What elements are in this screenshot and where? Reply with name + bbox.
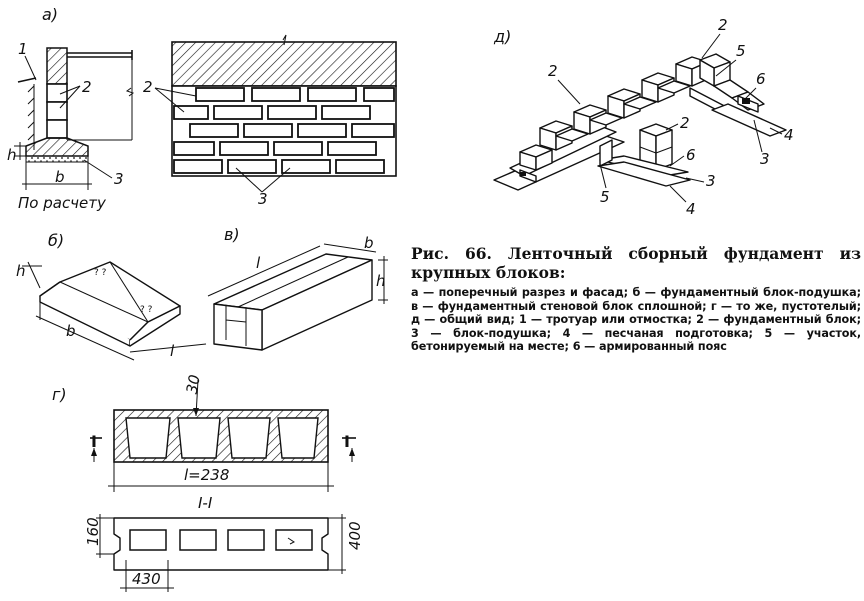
svg-text:? ?: ? ? xyxy=(94,268,107,278)
dim-430: 430 xyxy=(132,570,161,588)
callout-5-d-inner: 5 xyxy=(600,188,610,206)
dim-b-v: b xyxy=(364,234,374,252)
panel-label-a: а) xyxy=(42,5,58,24)
callout-2-a: 2 xyxy=(82,78,92,96)
panel-d-general-view: д) xyxy=(493,16,794,218)
panel-label-g: г) xyxy=(52,385,67,404)
section-mark-left: I xyxy=(91,432,97,451)
dim-30: 30 xyxy=(183,373,204,395)
figure-caption: Рис. 66. Ленточный сборный фундамент из … xyxy=(411,244,861,354)
panel-v-wall-block: в) l b h xyxy=(207,225,388,351)
callout-6-d-right: 6 xyxy=(756,70,766,88)
by-calc-label: По расчету xyxy=(18,194,107,212)
dim-h-b: h xyxy=(16,262,26,280)
callout-2-d-left: 2 xyxy=(548,62,558,80)
callout-4-d-inner: 4 xyxy=(686,200,696,218)
dim-b-b: b xyxy=(66,322,76,340)
panel-a-section: а) h b xyxy=(7,5,135,212)
callout-4-d-right: 4 xyxy=(784,126,794,144)
caption-title: Рис. 66. Ленточный сборный фундамент из … xyxy=(411,244,861,282)
dim-h-v: h xyxy=(376,272,386,290)
callout-2-d-inner: 2 xyxy=(680,114,690,132)
dim-b-a: b xyxy=(55,168,65,186)
panel-label-b: б) xyxy=(48,231,64,250)
dim-l-b: l xyxy=(170,342,175,360)
callout-3-d-right: 3 xyxy=(760,150,770,168)
dim-l-v: l xyxy=(256,254,261,272)
callout-1: 1 xyxy=(18,40,28,58)
dim-h-a: h xyxy=(7,146,17,164)
section-mark-right: I xyxy=(344,432,350,451)
panel-b-pillow-block: б) ? ? ? ? h b l xyxy=(16,231,207,361)
panel-a-facade: 2 3 xyxy=(143,34,397,208)
section-label: I-I xyxy=(198,494,213,512)
panel-g-hollow-block: г) 30 I I l=238 I-I xyxy=(52,373,364,592)
callout-3-a: 3 xyxy=(114,170,124,188)
callout-2-d-top: 2 xyxy=(718,16,728,34)
dim-160: 160 xyxy=(84,517,102,546)
dim-l238: l=238 xyxy=(184,466,229,484)
callout-5-d: 5 xyxy=(736,42,746,60)
callout-2-facade: 2 xyxy=(143,78,153,96)
dim-400: 400 xyxy=(346,521,364,550)
callout-3-d-inner: 3 xyxy=(706,172,716,190)
callout-6-d-inner: 6 xyxy=(686,146,696,164)
svg-text:? ?: ? ? xyxy=(140,305,153,315)
panel-label-v: в) xyxy=(224,225,240,244)
panel-label-d: д) xyxy=(493,27,511,46)
callout-3-facade: 3 xyxy=(258,190,268,208)
caption-body: а — поперечный разрез и фасад; б — фунда… xyxy=(411,286,861,353)
